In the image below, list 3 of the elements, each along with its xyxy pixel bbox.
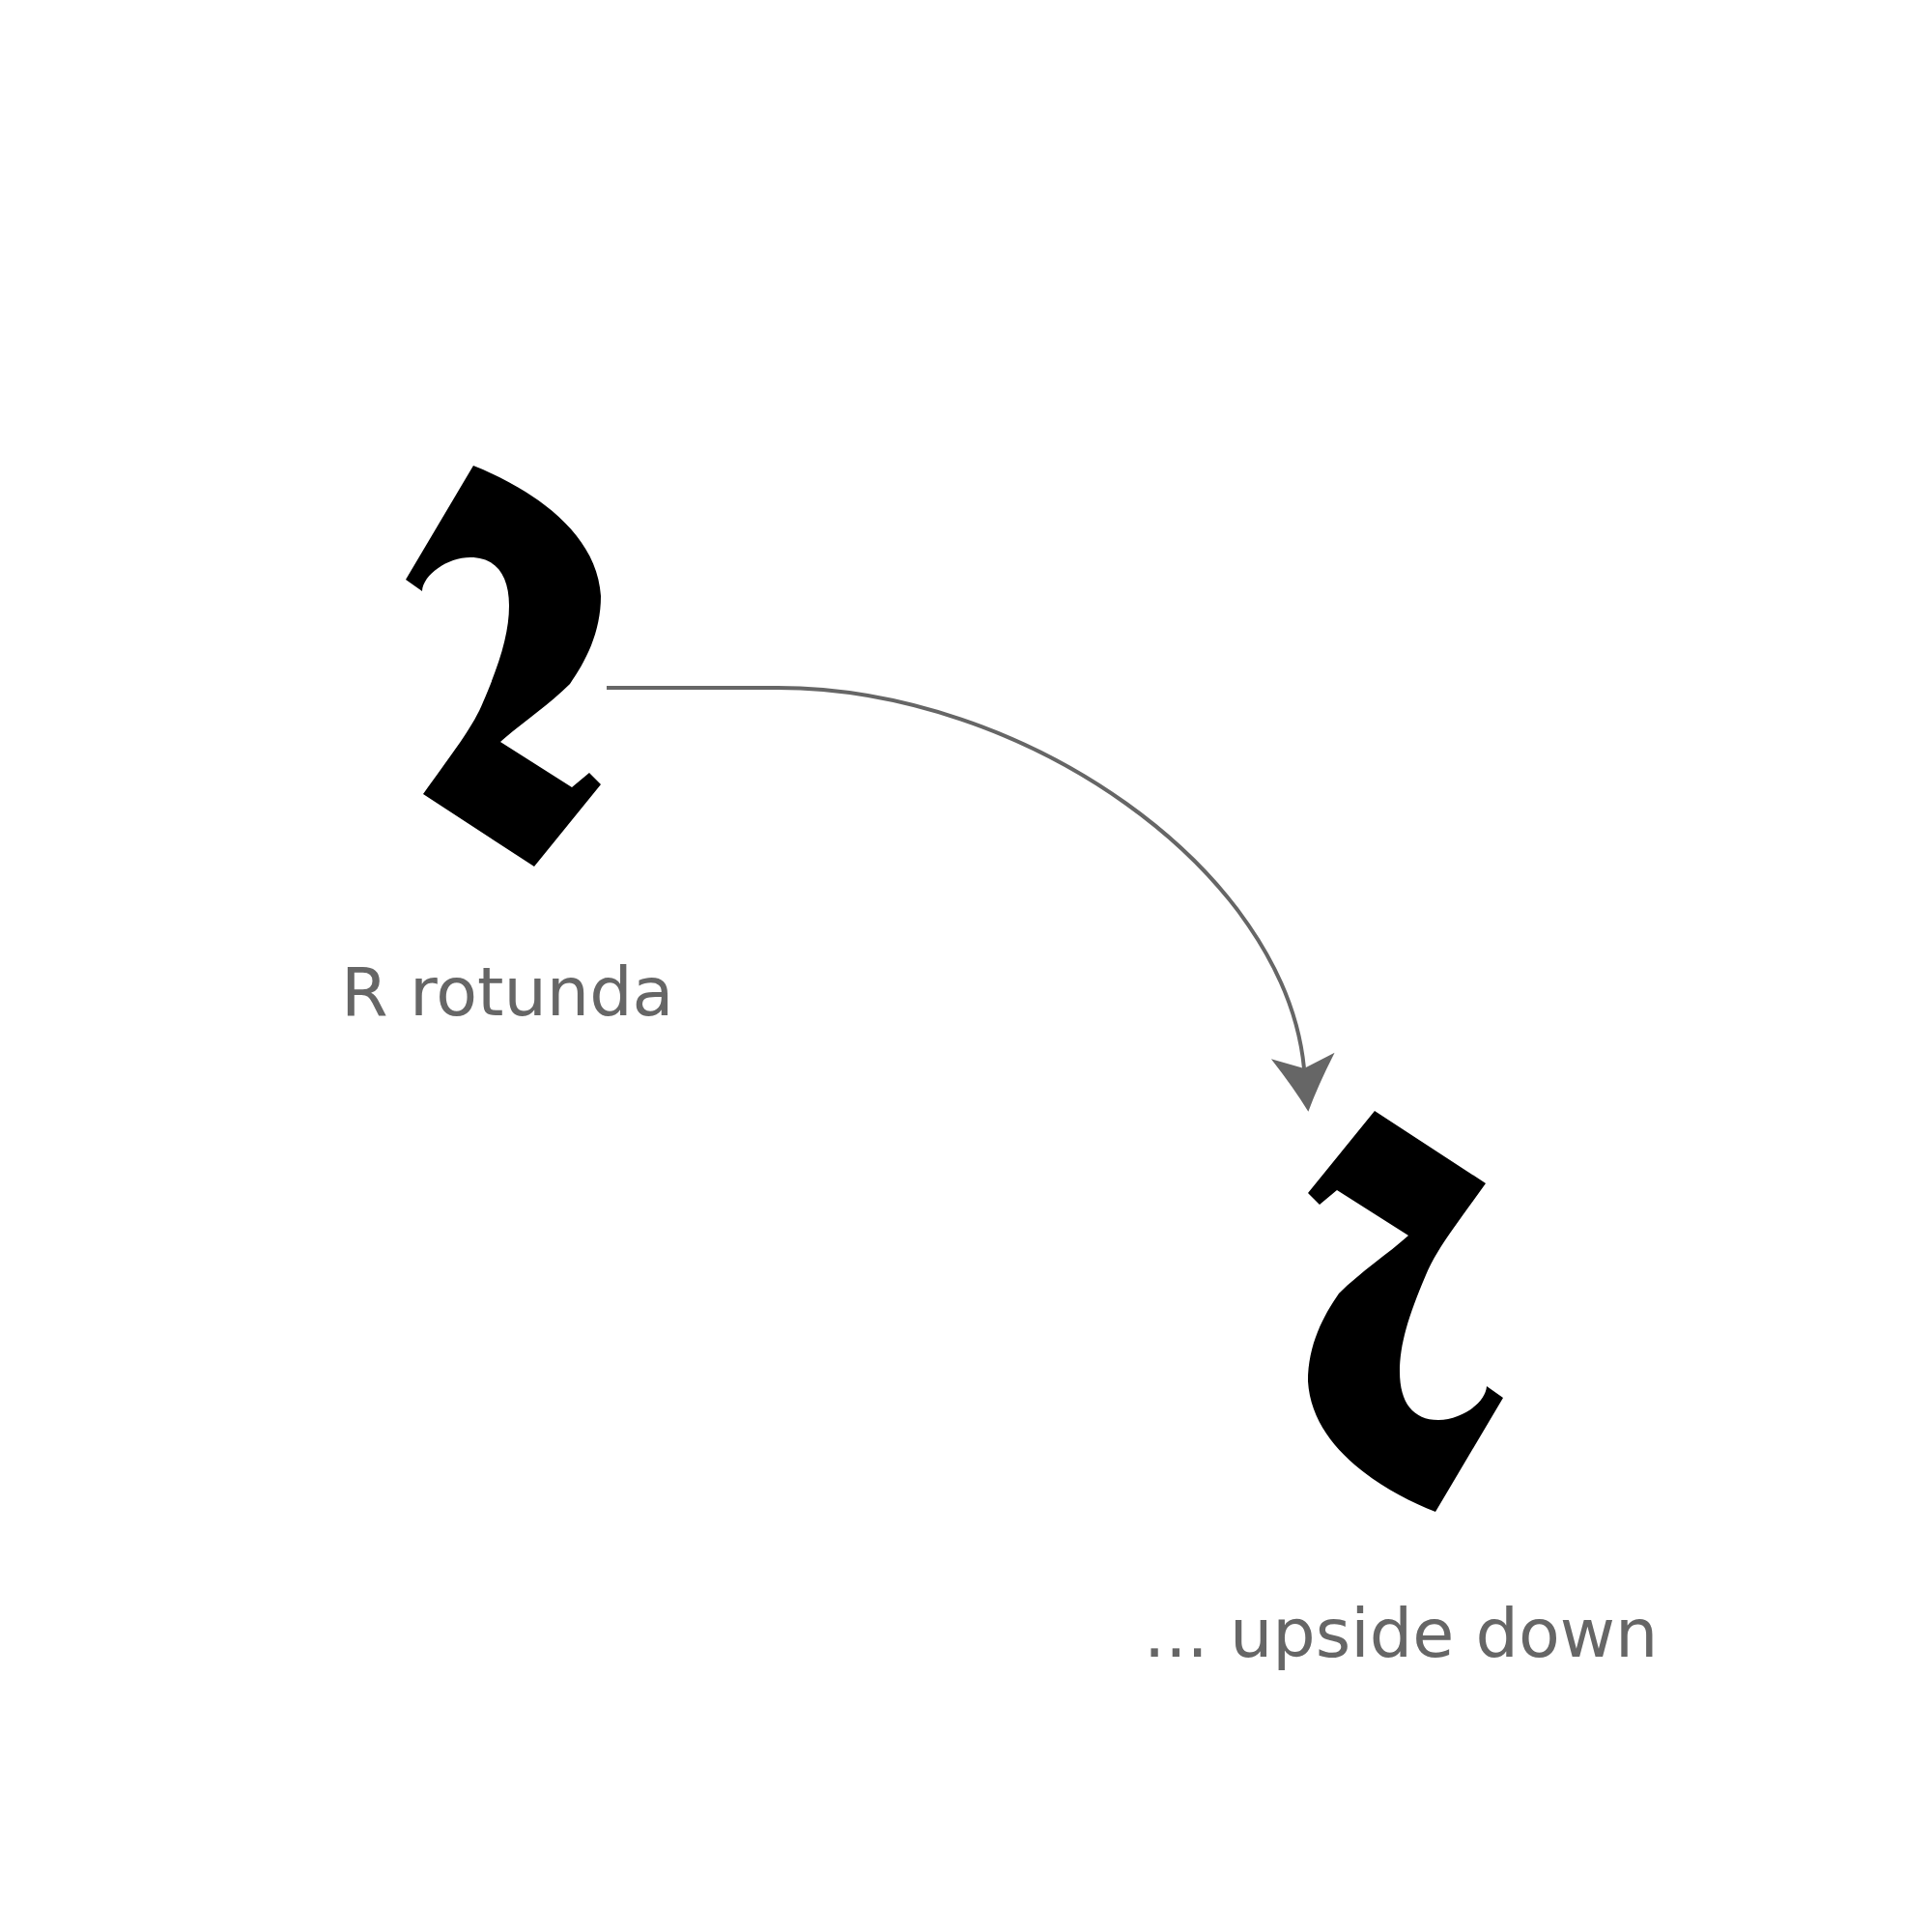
glyph-drawing	[1306, 1108, 1505, 1514]
glyph-drawing	[404, 464, 603, 869]
glyph-caption: R rotunda	[341, 958, 674, 1026]
